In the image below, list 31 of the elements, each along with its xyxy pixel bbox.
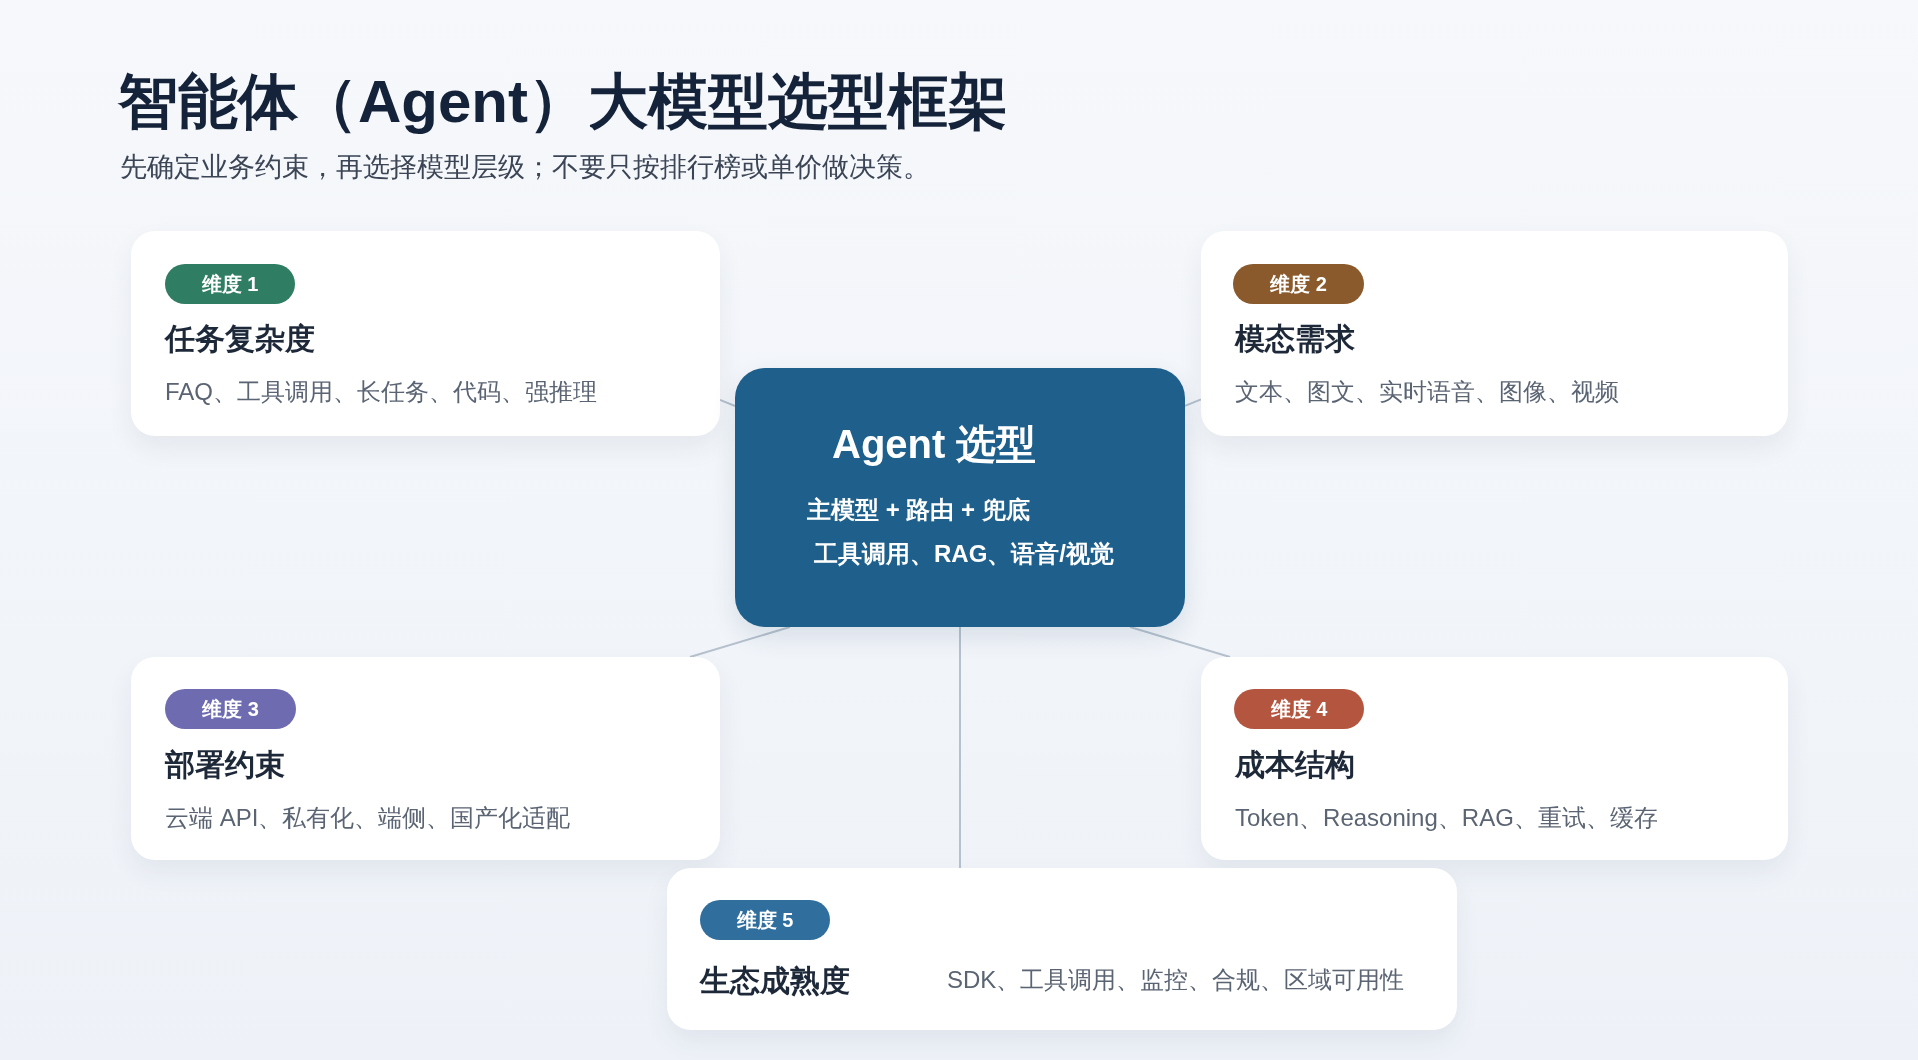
- card-description: SDK、工具调用、监控、合规、区域可用性: [947, 965, 1405, 995]
- dimension-tag: 维度 5: [700, 900, 830, 940]
- dimension-card: [131, 231, 720, 436]
- dimension-tag: 维度 4: [1234, 689, 1364, 729]
- card-description: FAQ、工具调用、长任务、代码、强推理: [165, 377, 597, 407]
- card-title: 模态需求: [1235, 321, 1355, 357]
- hub-detail: 工具调用、RAG、语音/视觉: [814, 539, 1114, 569]
- dimension-tag: 维度 1: [165, 264, 295, 304]
- connector-line: [1184, 398, 1202, 407]
- card-title: 任务复杂度: [165, 321, 315, 357]
- dimension-tag: 维度 3: [165, 689, 296, 729]
- connector-line: [689, 626, 791, 658]
- dimension-card: [1201, 657, 1788, 860]
- card-title: 成本结构: [1235, 747, 1355, 783]
- page-subtitle: 先确定业务约束，再选择模型层级；不要只按排行榜或单价做决策。: [120, 151, 930, 184]
- card-title: 生态成熟度: [700, 963, 850, 999]
- hub-subtitle: 主模型 + 路由 + 兜底: [807, 495, 1030, 525]
- card-description: Token、Reasoning、RAG、重试、缓存: [1235, 803, 1658, 833]
- connector-line: [959, 626, 961, 869]
- dimension-card: [131, 657, 720, 860]
- connector-line: [1129, 626, 1231, 658]
- page-title: 智能体（Agent）大模型选型框架: [118, 67, 1008, 137]
- card-description: 文本、图文、实时语音、图像、视频: [1235, 377, 1619, 407]
- hub-title: Agent 选型: [832, 421, 1037, 468]
- connector-line: [719, 398, 736, 407]
- dimension-tag: 维度 2: [1233, 264, 1364, 304]
- dimension-card: [1201, 231, 1788, 436]
- card-description: 云端 API、私有化、端侧、国产化适配: [165, 803, 571, 833]
- dimension-card: [667, 868, 1457, 1030]
- card-title: 部署约束: [165, 747, 285, 783]
- center-box: [735, 368, 1185, 627]
